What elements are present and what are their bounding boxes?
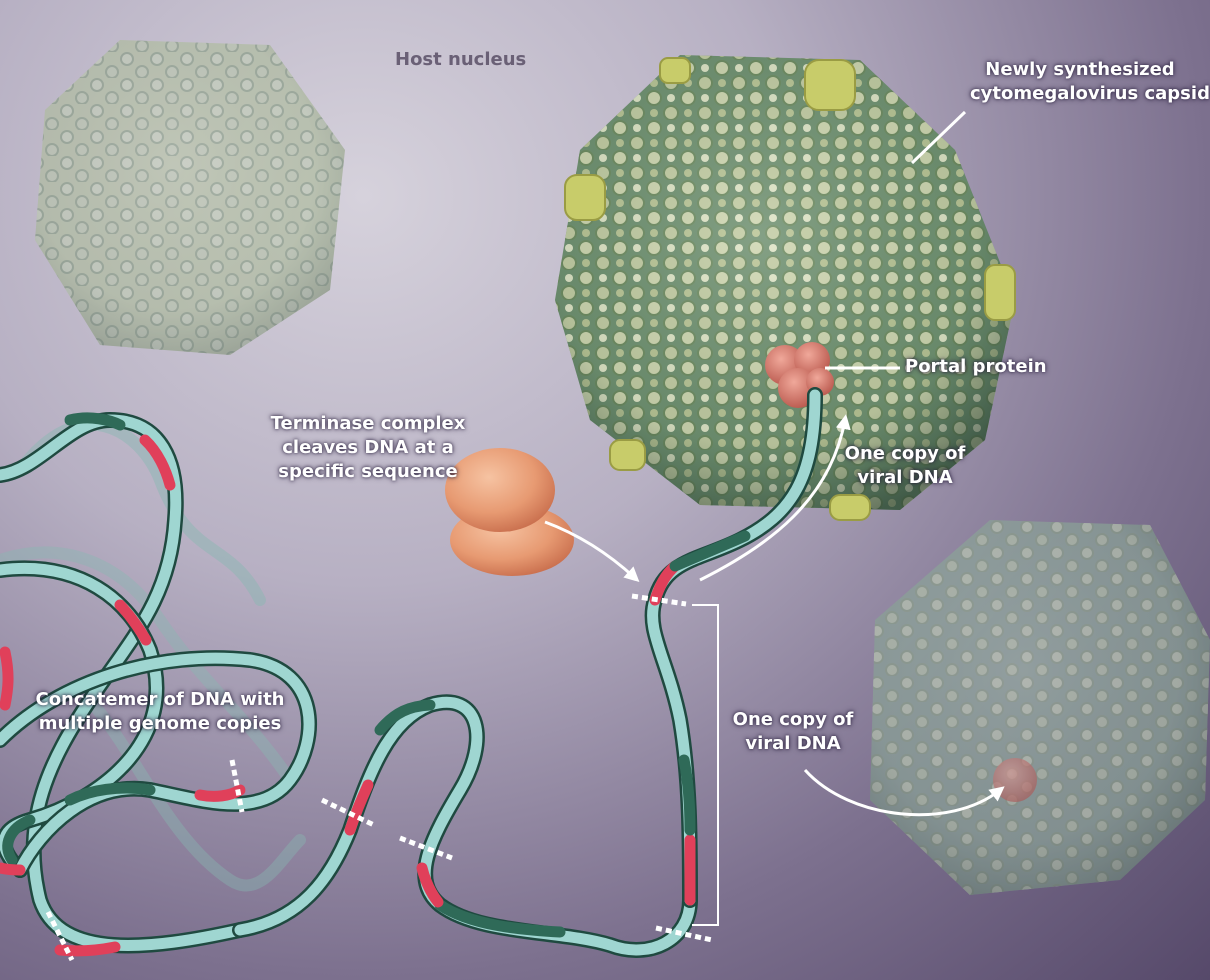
one-copy-top-line-2: viral DNA [840,466,970,490]
terminase-label: Terminase complex cleaves DNA at a speci… [268,412,468,484]
terminase-label-line-3: specific sequence [268,460,468,484]
one-copy-right-line-1: One copy of [728,708,858,732]
terminase-label-line-1: Terminase complex [268,412,468,436]
one-copy-top-line-1: One copy of [840,442,970,466]
concatemer-label: Concatemer of DNA with multiple genome c… [20,688,300,736]
background-capsid-bottom-right [870,520,1210,895]
terminase-label-line-2: cleaves DNA at a [268,436,468,460]
concatemer-label-line-1: Concatemer of DNA with [20,688,300,712]
capsid-label-line-1: Newly synthesized [970,58,1190,82]
one-copy-top-label: One copy of viral DNA [840,442,970,490]
background-portal-icon [993,758,1037,802]
concatemer-label-line-2: multiple genome copies [20,712,300,736]
capsid-label: Newly synthesized cytomegalovirus capsid [970,58,1190,106]
capsid-label-line-2: cytomegalovirus capsid [970,82,1190,106]
background-capsid-top-left [35,40,345,355]
host-nucleus-label: Host nucleus [395,48,526,72]
one-copy-right-line-2: viral DNA [728,732,858,756]
portal-protein-label: Portal protein [905,355,1047,379]
one-copy-right-label: One copy of viral DNA [728,708,858,756]
